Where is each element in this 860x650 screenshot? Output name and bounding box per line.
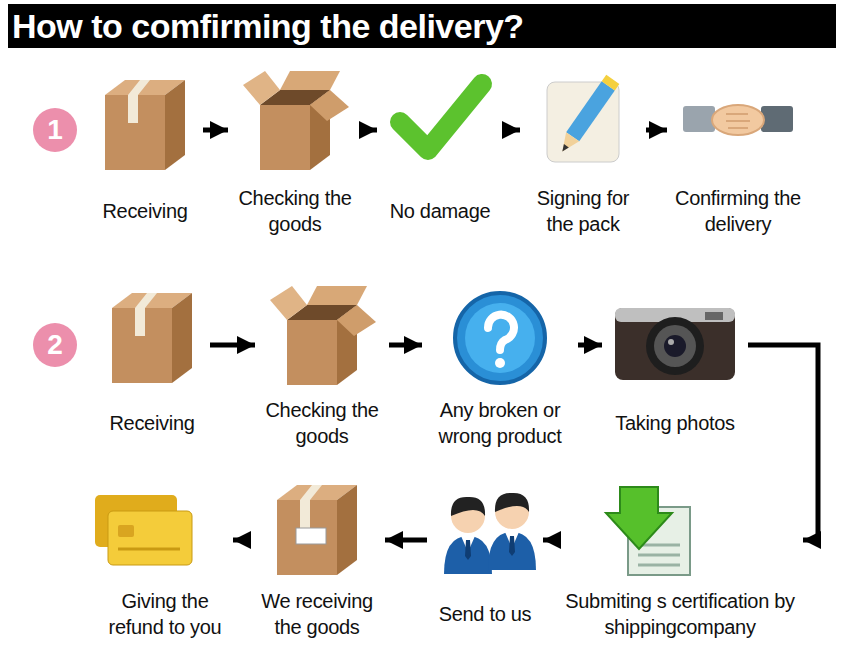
process-step: Any broken or wrong product bbox=[425, 285, 575, 449]
flow-arrow bbox=[210, 343, 255, 348]
process-step: Receiving bbox=[90, 75, 200, 237]
step-label: Taking photos bbox=[605, 397, 745, 449]
process-step: Send to us bbox=[430, 480, 540, 640]
open-box-icon bbox=[270, 286, 376, 385]
process-step: We receiving the goods bbox=[252, 480, 382, 640]
step-label: Send to us bbox=[430, 588, 540, 640]
step-label: Confirming the delivery bbox=[670, 185, 806, 237]
step-label: Giving the refund to you bbox=[100, 588, 230, 640]
flow-arrow bbox=[748, 345, 818, 540]
flow-arrow bbox=[389, 343, 422, 348]
process-step: Signing for the pack bbox=[523, 75, 643, 237]
step-label: Receiving bbox=[90, 185, 200, 237]
credit-card-icon bbox=[95, 495, 192, 565]
flow-arrow bbox=[203, 128, 228, 133]
labeled-box-icon bbox=[277, 485, 357, 575]
title-bar: How to comfirming the delivery? bbox=[8, 4, 836, 48]
step-number: 2 bbox=[32, 322, 78, 368]
person-icon bbox=[488, 493, 536, 570]
step-label: Any broken or wrong product bbox=[425, 397, 575, 449]
process-step: Receiving bbox=[97, 285, 207, 449]
title: How to comfirming the delivery? bbox=[8, 4, 836, 48]
flow-arrow bbox=[362, 128, 377, 133]
flow-arrow bbox=[503, 128, 520, 133]
process-step: No damage bbox=[380, 75, 500, 237]
box-icon bbox=[105, 80, 185, 170]
circle-fill bbox=[33, 108, 77, 152]
step-label: No damage bbox=[380, 185, 500, 237]
flow-arrow bbox=[646, 128, 667, 133]
step-number-circle: 2 bbox=[32, 322, 78, 368]
step-number: 1 bbox=[32, 107, 78, 153]
step-label: Submiting s certification by shippingcom… bbox=[560, 588, 800, 640]
step-label: We receiving the goods bbox=[252, 588, 382, 640]
camera-icon bbox=[615, 308, 735, 380]
step-label: Receiving bbox=[97, 397, 207, 449]
flow-arrow bbox=[385, 538, 427, 543]
process-step: Taking photos bbox=[605, 285, 745, 449]
flow-arrow bbox=[543, 538, 557, 543]
process-step: Giving the refund to you bbox=[100, 480, 230, 640]
step-number-circle: 1 bbox=[32, 107, 78, 153]
process-step: Confirming the delivery bbox=[670, 75, 806, 237]
step-label: Checking the goods bbox=[258, 397, 386, 449]
handshake-icon bbox=[683, 105, 793, 135]
open-box-icon bbox=[243, 71, 349, 170]
process-step: Submiting s certification by shippingcom… bbox=[560, 480, 800, 640]
flow-arrow bbox=[233, 538, 249, 543]
question-icon bbox=[455, 293, 545, 383]
step-label: Checking the goods bbox=[231, 185, 359, 237]
pencil-icon bbox=[547, 75, 619, 162]
download-icon bbox=[606, 487, 690, 575]
box-icon bbox=[112, 293, 192, 383]
person-icon bbox=[444, 497, 492, 574]
flow-arrow bbox=[578, 343, 602, 348]
step-label: Signing for the pack bbox=[523, 185, 643, 237]
process-step: Checking the goods bbox=[258, 285, 386, 449]
check-icon bbox=[400, 84, 482, 150]
process-step: Checking the goods bbox=[231, 75, 359, 237]
circle-fill bbox=[33, 323, 77, 367]
